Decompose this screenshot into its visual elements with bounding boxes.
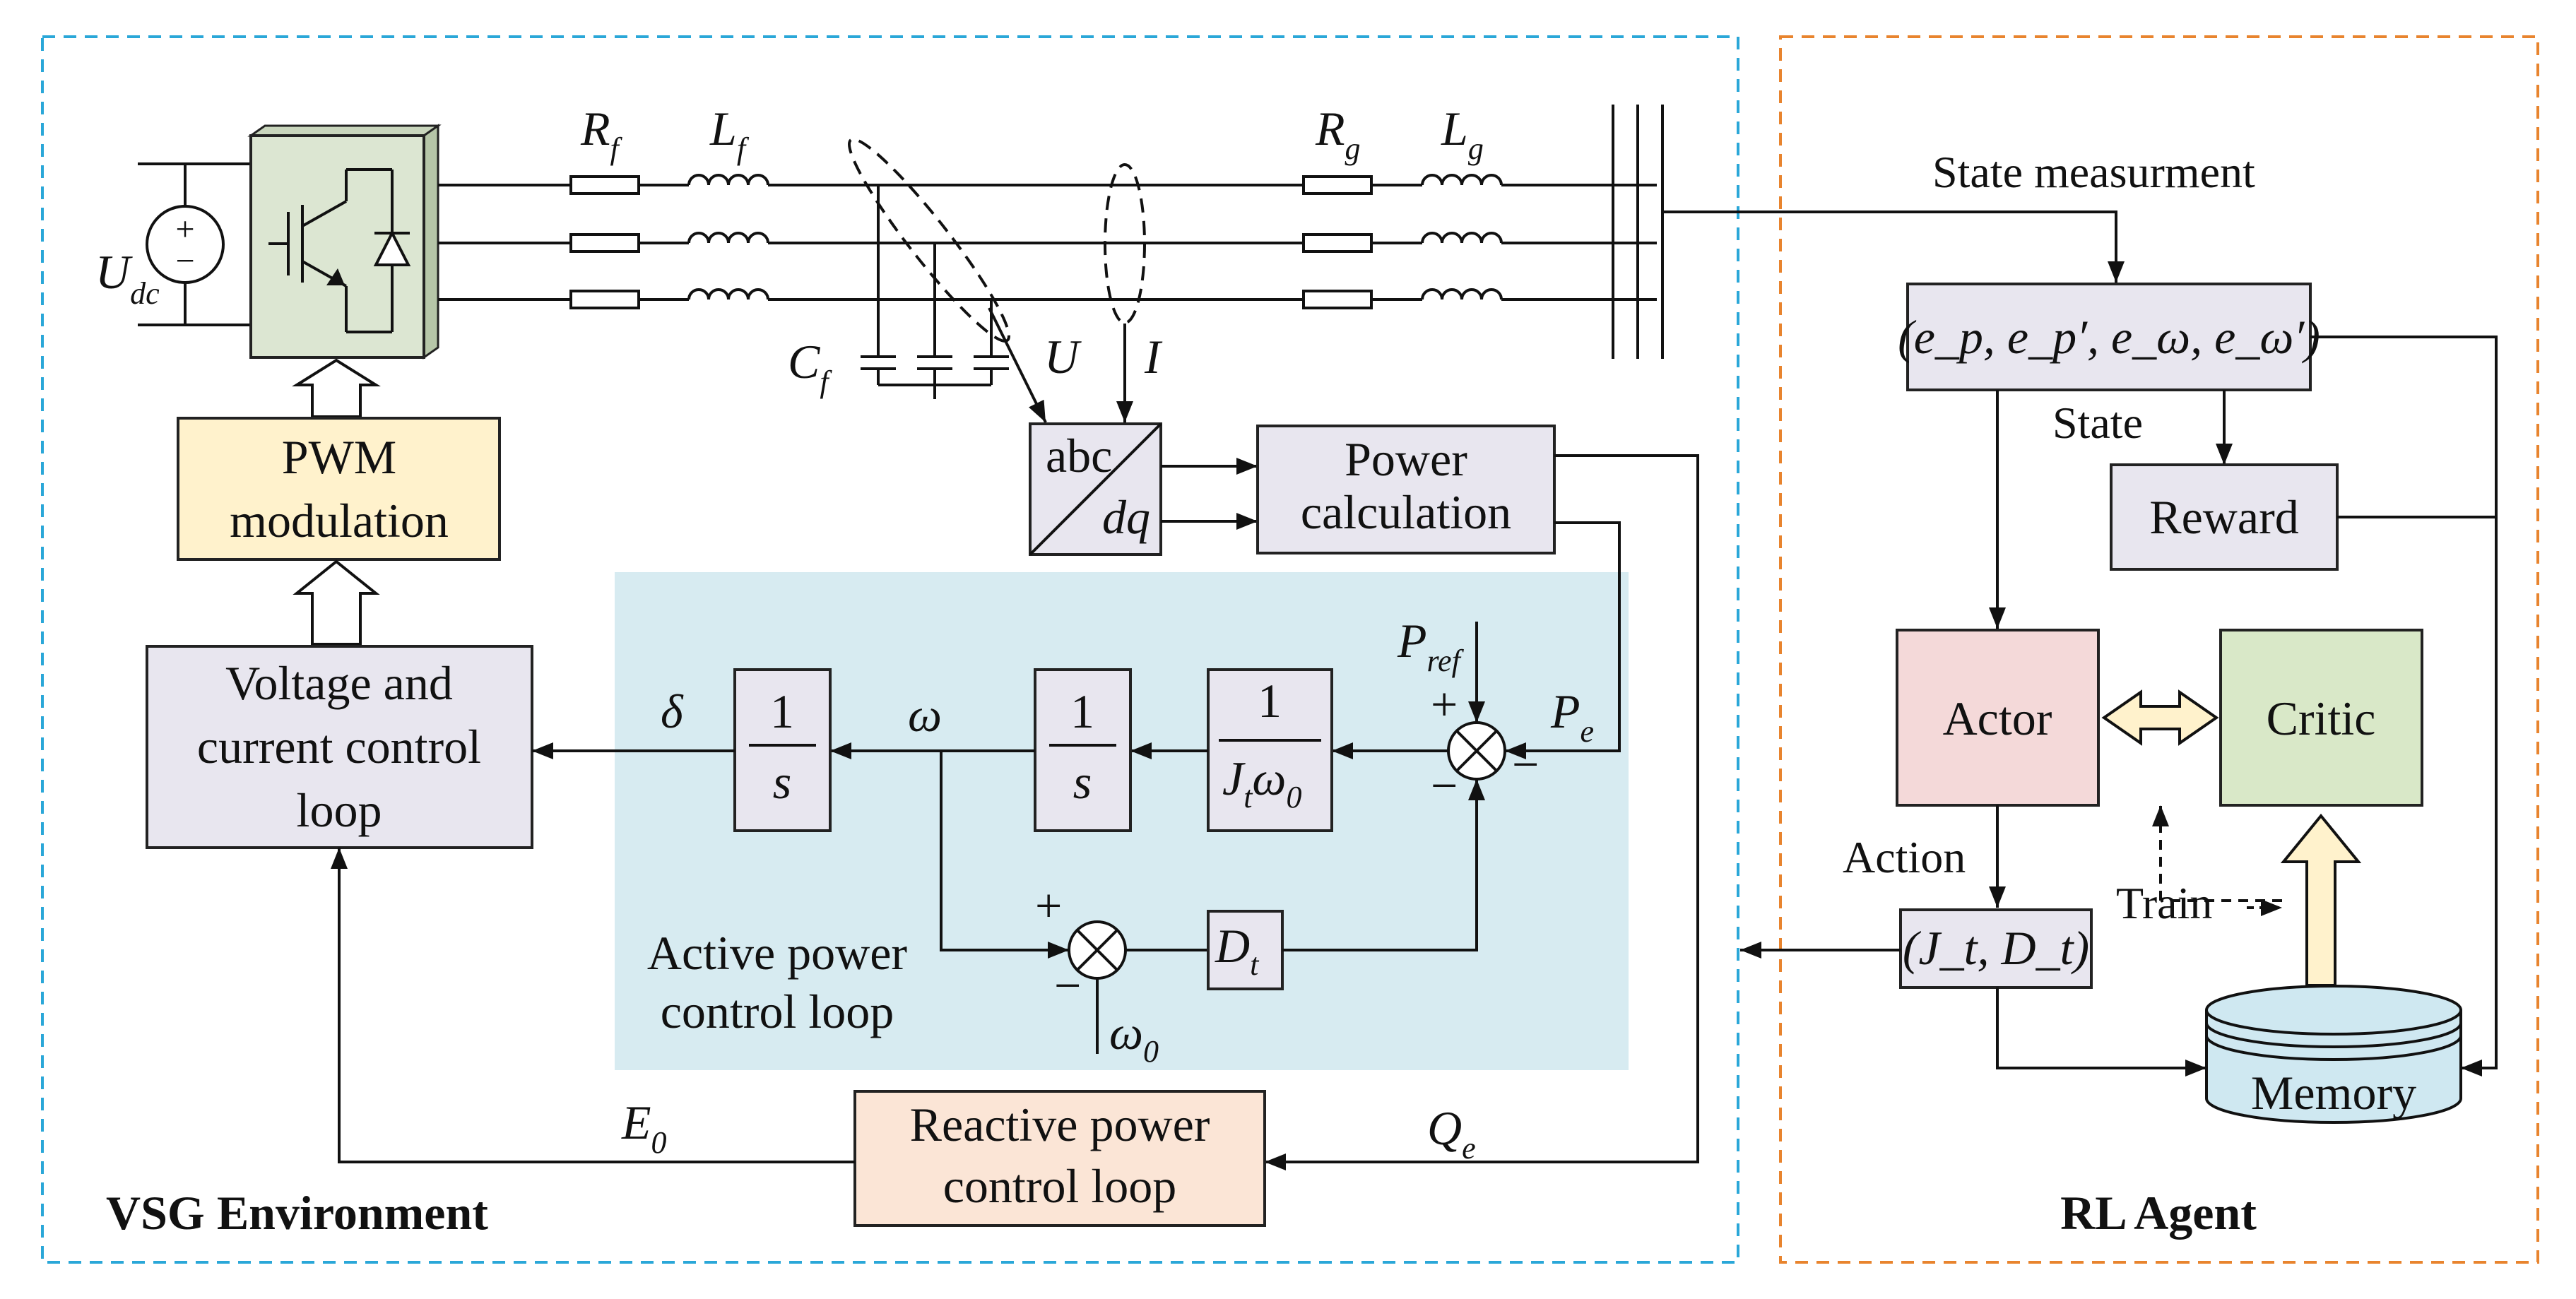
pwm-modulation-block: PWM modulation [177,417,501,561]
svg-text:current control: current control [197,720,481,773]
damping-block: Dt [1207,910,1284,990]
svg-text:loop: loop [297,783,382,837]
reward-block: Reward [2110,463,2339,571]
e0-to-vcc-line [331,848,855,1163]
svg-text:(J_t, D_t): (J_t, D_t) [1903,921,2089,975]
integrator-delta-block: 1 s [733,668,832,832]
vsg-environment-title: VSG Environment [106,1186,488,1240]
voltage-current-control-block: Voltage and current control loop [146,645,533,849]
svg-text:Reward: Reward [2149,490,2298,544]
state-label: State [2052,398,2143,448]
critic-block: Critic [2219,629,2423,807]
udc-label: Udc [95,245,160,311]
current-measurement-ellipse [1104,163,1146,324]
pref-label: Pref [1397,614,1465,678]
delta-label: δ [661,684,684,738]
memory-to-critic-arrow [2280,813,2362,987]
vsg-environment-region [41,35,1739,1264]
svg-text:1: 1 [1258,674,1282,728]
pref-plus: + [1431,677,1458,731]
e0-label: E0 [621,1096,667,1160]
lg-label: Lg [1441,102,1484,166]
active-loop-label-2: control loop [661,985,894,1038]
voltage-measurement-ellipse [848,138,1010,343]
qe-label: Qe [1427,1101,1476,1165]
qe-feedback-line [1265,454,1699,1170]
svg-text:control loop: control loop [943,1159,1177,1213]
svg-text:Dt: Dt [1215,919,1260,982]
svg-text:Voltage and: Voltage and [225,656,453,710]
svg-text:Memory: Memory [2251,1066,2416,1120]
dt-to-sum-line [1282,779,1485,951]
rl-agent-region [1779,35,2539,1264]
power-calculation-block: Power calculation [1256,425,1556,554]
filter-capacitors [861,185,1009,399]
dc-source: + − [138,162,251,326]
gate-arrow-2 [293,559,380,646]
svg-text:abc: abc [1046,429,1112,482]
train-label: Train [2116,878,2212,928]
svg-text:s: s [773,755,791,809]
svg-text:Actor: Actor [1943,692,2052,745]
u-measure-line [988,307,1047,423]
omega0-label: ω0 [1109,1006,1159,1069]
reactive-power-control-block: Reactive power control loop [853,1090,1266,1227]
svg-text:s: s [1073,755,1092,809]
inverter-block [247,124,442,360]
svg-text:calculation: calculation [1301,485,1511,539]
rl-agent-title: RL Agent [2060,1186,2257,1240]
lf-label: Lf [709,102,750,166]
svg-text:Reactive power: Reactive power [910,1098,1210,1151]
svg-text:−: − [175,242,194,280]
actor-critic-double-arrow [2101,689,2219,746]
svg-text:1: 1 [770,684,794,738]
svg-text:dq: dq [1102,490,1150,544]
svg-text:Critic: Critic [2267,692,2376,745]
svg-text:1: 1 [1070,684,1094,738]
rg-label: Rg [1315,102,1361,166]
action-to-memory-line [1996,987,2206,1076]
omega-label: ω [908,688,942,742]
svg-text:Power: Power [1345,432,1467,486]
svg-text:(e_p, e_p′, e_ω, e_ω′): (e_p, e_p′, e_ω, e_ω′) [1898,310,2320,364]
i-label: I [1144,330,1163,384]
pe-feedback-line [1505,521,1621,759]
svg-text:PWM: PWM [282,430,396,484]
pe-minus: − [1512,737,1539,791]
gate-arrow-1 [292,358,381,418]
state-vector-block: (e_p, e_p′, e_ω, e_ω′) [1898,283,2320,391]
pe-label: Pe [1550,684,1594,749]
state-measurement-label: State measurment [1932,147,2255,197]
three-phase-lines [438,105,1664,359]
rf-label: Rf [580,102,623,166]
inertia-block: 1 Jtω0 [1207,668,1333,832]
integrator-omega-block: 1 s [1034,668,1132,832]
u-label: U [1044,330,1082,384]
svg-text:+: + [175,210,194,248]
damping-minus: − [1431,759,1458,812]
state-measurement-line [1662,210,2125,283]
actor-block: Actor [1896,629,2100,807]
abc-dq-transform-block: abc dq [1029,422,1162,556]
cf-label: Cf [788,335,832,399]
action-vector-block: (J_t, D_t) [1899,908,2093,989]
damping-sum-minus: − [1054,959,1081,1012]
state-to-memory-line [2310,336,2498,1076]
active-loop-label-1: Active power [647,926,908,980]
action-label: Action [1843,832,1966,882]
svg-text:modulation: modulation [230,494,449,547]
damping-sum-plus: + [1035,879,1062,932]
memory-cylinder: Memory [2205,985,2462,1124]
svg-text:Jtω0: Jtω0 [1222,752,1301,814]
omega-to-damping-sum-line [940,751,1069,959]
